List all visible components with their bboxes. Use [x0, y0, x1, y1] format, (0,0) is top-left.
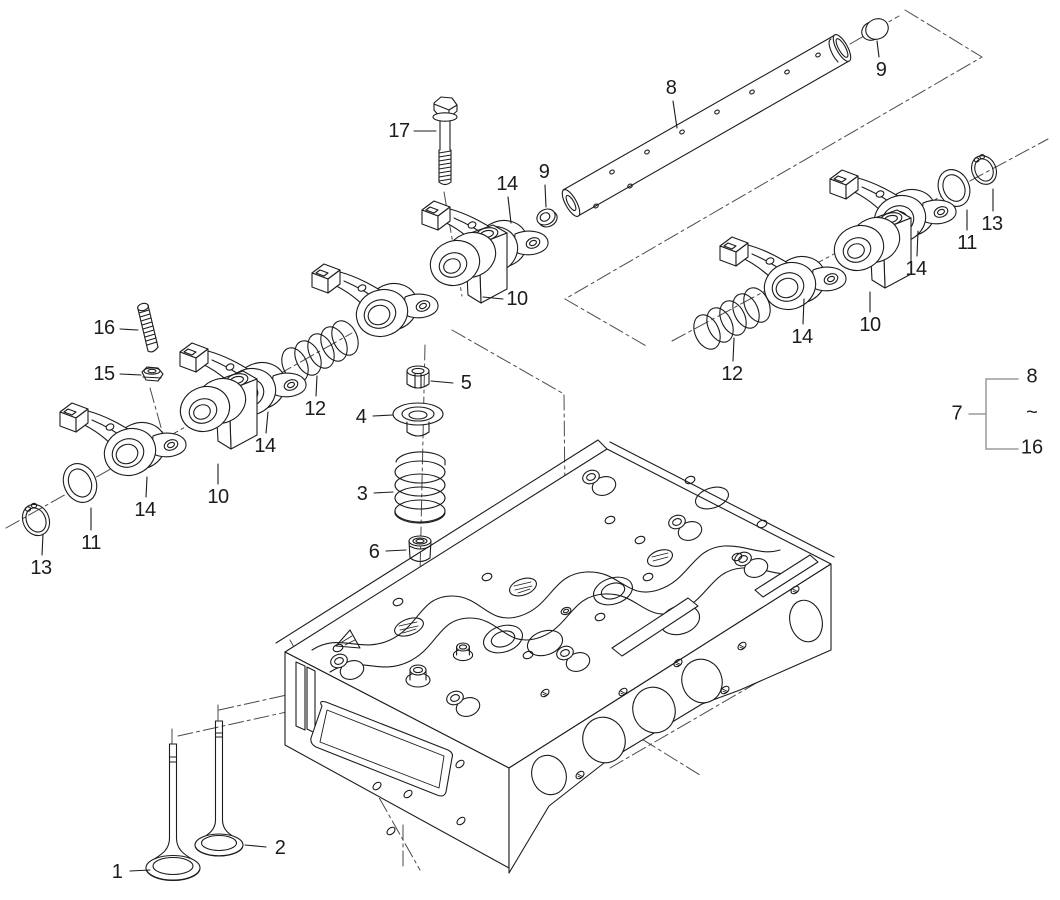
callout-label: 9 [538, 161, 550, 183]
callout-leader-line [146, 477, 147, 497]
callout-leader-line [877, 41, 879, 57]
intake-valve [146, 744, 200, 881]
callout-leader-line [545, 185, 546, 207]
callout-leader-line [431, 381, 453, 383]
snap-ring [966, 151, 1002, 189]
valve-stem-seal [409, 536, 431, 562]
callout-label: 9 [875, 59, 887, 81]
callout-label: 13 [981, 213, 1003, 235]
flange-bolt [433, 97, 457, 185]
valve-keeper [407, 366, 429, 388]
callout-label: 10 [207, 486, 229, 508]
callout-leader-line [733, 338, 734, 361]
callout-label: 13 [30, 557, 52, 579]
spacer-spring [688, 283, 776, 354]
callout-label: 8 [665, 77, 677, 99]
callout-leader-line [917, 231, 918, 256]
callout-label: 10 [506, 288, 528, 310]
callout-label: 4 [355, 406, 367, 428]
callout-label: 11 [81, 532, 101, 554]
shaft-plug-cap [859, 15, 892, 44]
callout-label: 14 [134, 499, 156, 521]
exhaust-valve [195, 721, 243, 856]
callout-leader-line [374, 492, 393, 493]
callout-leader-line [803, 299, 804, 324]
callout-label: 14 [905, 258, 927, 280]
callout-label: 14 [496, 173, 518, 195]
bracket-group-label: 7 [951, 402, 963, 425]
callout-label: 5 [460, 372, 472, 394]
callout-label: 14 [254, 435, 276, 457]
callout-leader-line [245, 845, 266, 847]
callout-label: 1 [111, 861, 123, 883]
callout-label: 10 [859, 314, 881, 336]
rocker-shaft [559, 32, 854, 219]
leader-layer [42, 41, 993, 871]
callout-leader-line [673, 101, 677, 128]
callout-leader-line [120, 329, 138, 330]
rocker-arm [311, 263, 439, 345]
snap-ring [17, 499, 55, 541]
rocker-support [423, 224, 508, 304]
lock-nut [142, 367, 163, 381]
callout-leader-line [373, 415, 393, 416]
callout-label: 3 [356, 483, 368, 505]
callout-label: 6 [368, 541, 380, 563]
bracket-range-top: 8 [1026, 365, 1038, 388]
adjusting-screw [137, 302, 158, 352]
callout-label: 11 [957, 232, 977, 254]
washer [56, 457, 104, 509]
callout-leader-line [266, 412, 268, 433]
shaft-end-ring [534, 206, 560, 230]
callout-leader-line [42, 534, 43, 555]
callout-label: 2 [274, 837, 286, 859]
bracket-range-separator: ~ [1026, 401, 1038, 424]
callout-leader-line [130, 870, 150, 871]
callout-leader-line [316, 376, 317, 396]
callout-label: 17 [388, 120, 410, 142]
callout-leader-line [508, 197, 511, 223]
group-bracket [969, 379, 1018, 449]
callout-leader-line [386, 550, 406, 551]
callout-label: 12 [304, 398, 326, 420]
callout-label: 12 [721, 363, 743, 385]
callout-leader-line [120, 374, 141, 375]
cylinder-head [276, 440, 834, 873]
bracket-range-bottom: 16 [1020, 436, 1044, 459]
callout-label: 15 [93, 363, 115, 385]
callout-leader-line [483, 297, 503, 299]
rocker-support [173, 370, 258, 450]
spring-retainer [393, 403, 443, 436]
valve-spring [395, 452, 445, 523]
callout-label: 14 [791, 326, 813, 348]
callout-label: 16 [93, 317, 115, 339]
